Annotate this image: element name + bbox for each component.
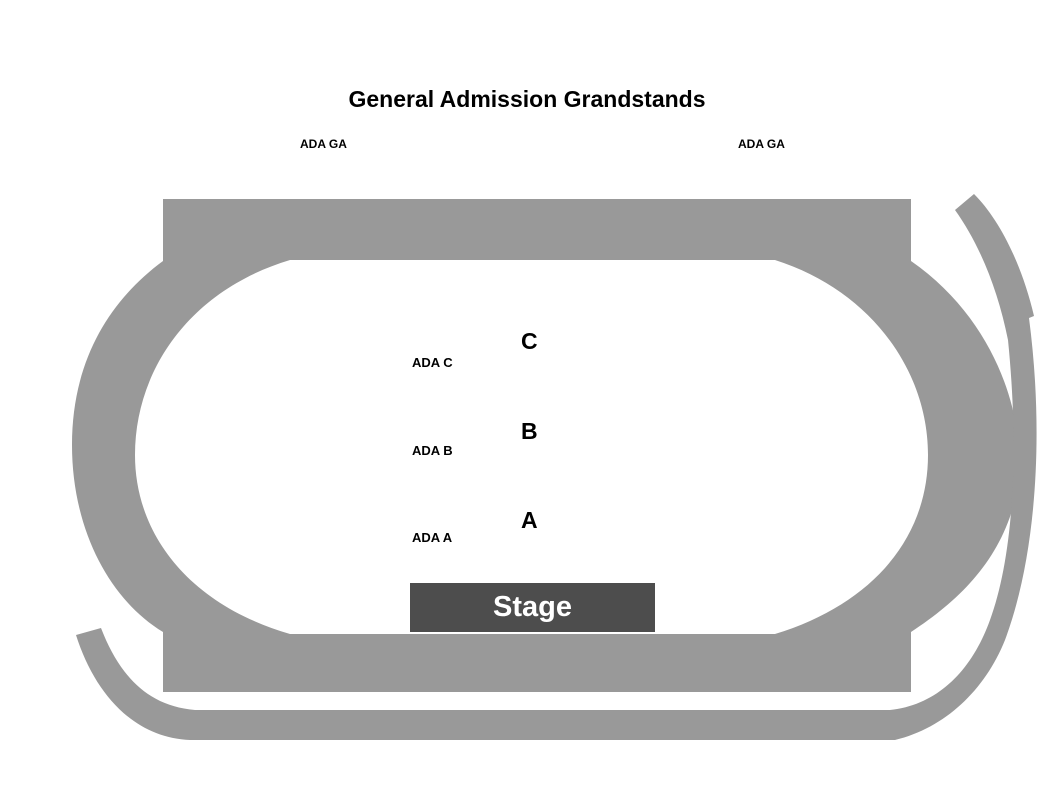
ada-ga-right-label[interactable]: ADA GA: [738, 137, 785, 151]
ada-c-label[interactable]: ADA C: [412, 355, 453, 370]
stage-block[interactable]: [410, 583, 655, 632]
general-admission-track[interactable]: [72, 199, 1020, 692]
ada-b-label[interactable]: ADA B: [412, 443, 453, 458]
stage-label[interactable]: Stage: [493, 591, 572, 623]
section-c-label[interactable]: C: [521, 328, 538, 354]
map-title: General Admission Grandstands: [348, 86, 706, 112]
section-a-label[interactable]: A: [521, 507, 538, 533]
section-b-label[interactable]: B: [521, 418, 538, 444]
ada-a-label[interactable]: ADA A: [412, 530, 453, 545]
ada-ga-left-label[interactable]: ADA GA: [300, 137, 347, 151]
